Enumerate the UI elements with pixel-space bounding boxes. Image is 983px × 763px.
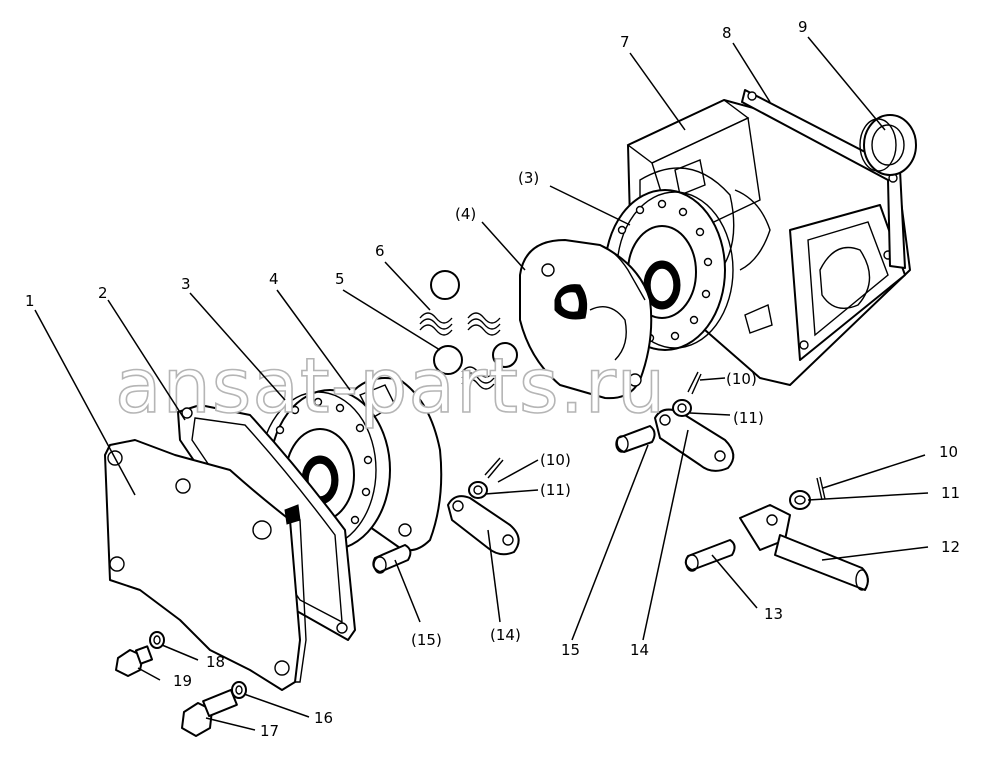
washer-part-11 — [789, 490, 811, 510]
callout-5: 5 — [335, 270, 345, 288]
bolt-part-17 — [181, 688, 238, 737]
callout-11: 11 — [941, 484, 960, 502]
callout-10: 10 — [939, 443, 958, 461]
callout-9: 9 — [798, 18, 808, 36]
callout-7: 7 — [620, 33, 630, 51]
callout-labels: 1 2 3 4 5 6 7 8 9 (3) (4) (10) (11) (10)… — [25, 18, 960, 740]
clip-part-10 — [816, 476, 826, 501]
callout-14: 14 — [630, 641, 649, 659]
callout-3-paren: (3) — [518, 169, 539, 187]
callout-3: 3 — [181, 275, 191, 293]
watermark: ansat-parts.ru — [115, 341, 666, 430]
callout-19: 19 — [173, 672, 192, 690]
callout-6: 6 — [375, 242, 385, 260]
callout-10-paren-front: (10) — [540, 451, 571, 469]
springs-part-6 — [419, 312, 501, 390]
callout-8: 8 — [722, 24, 732, 42]
leader-lines — [34, 36, 929, 731]
washer-clip-rear — [672, 371, 702, 417]
washer-part-18 — [149, 631, 165, 649]
callout-15-paren: (15) — [411, 631, 442, 649]
callout-17: 17 — [260, 722, 279, 740]
callout-4: 4 — [269, 270, 279, 288]
callout-14-paren: (14) — [490, 626, 521, 644]
callout-4-paren: (4) — [455, 205, 476, 223]
callout-1: 1 — [25, 292, 35, 310]
callout-18: 18 — [206, 653, 225, 671]
pin-part-15-rear — [615, 425, 656, 453]
bolt-part-19 — [115, 645, 154, 677]
seal-part-9 — [859, 114, 917, 176]
pin-part-13 — [684, 539, 736, 572]
callout-11-paren-front: (11) — [540, 481, 571, 499]
lever-part-12 — [739, 504, 869, 591]
pin-part-15-front — [372, 544, 412, 574]
callout-15: 15 — [561, 641, 580, 659]
callout-13: 13 — [764, 605, 783, 623]
callout-2: 2 — [98, 284, 108, 302]
callout-12: 12 — [941, 538, 960, 556]
callout-16: 16 — [314, 709, 333, 727]
callout-10-paren-rear: (10) — [726, 370, 757, 388]
cover-part-1 — [104, 439, 307, 691]
steel-balls-part-5 — [430, 270, 518, 375]
washer-part-16 — [231, 681, 247, 699]
link-part-14-rear — [654, 408, 735, 472]
link-part-14-front — [447, 495, 520, 556]
washer-clip-front — [468, 457, 504, 499]
callout-11-paren-rear: (11) — [733, 409, 764, 427]
cam-plate-rear-part-4 — [519, 239, 653, 400]
